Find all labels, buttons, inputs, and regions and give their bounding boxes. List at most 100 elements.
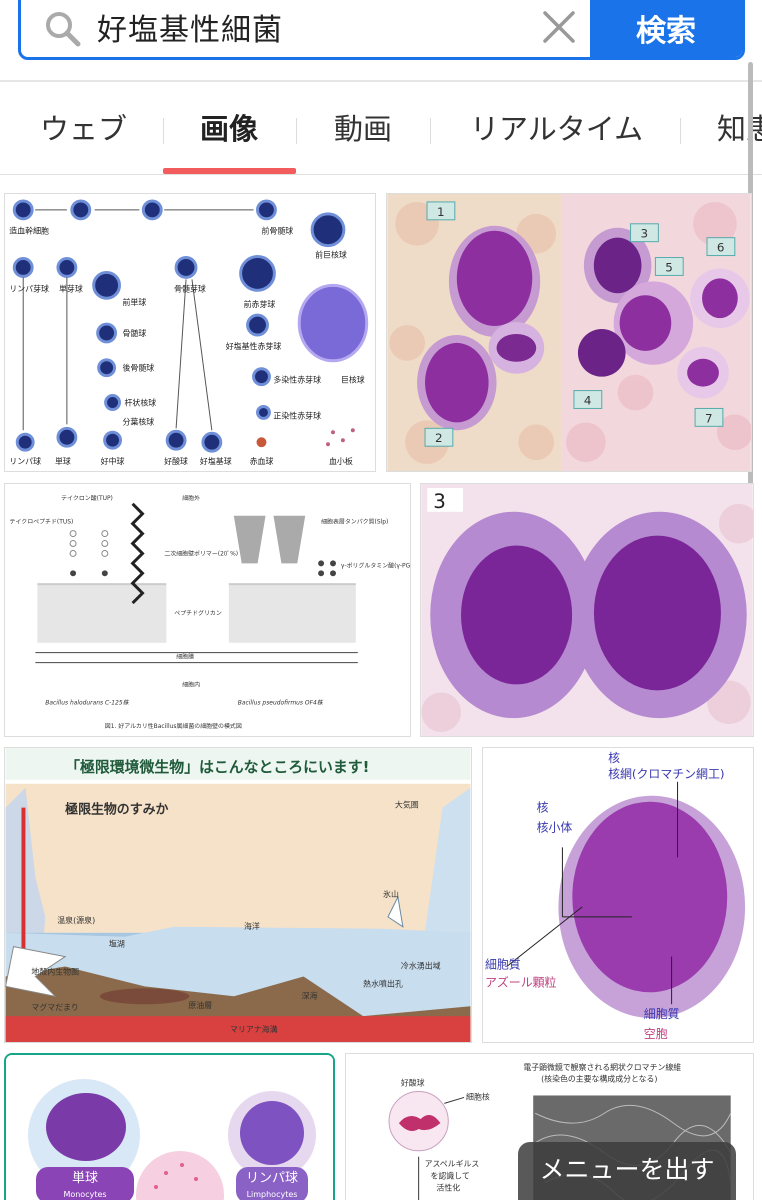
cell-number: 1 xyxy=(437,205,445,219)
diagram-label: ペプチドグリカン xyxy=(174,609,222,617)
cell-number: 3 xyxy=(433,490,446,513)
chart-label: リンパ球 xyxy=(9,456,41,466)
diagram-label: 細胞膜 xyxy=(176,653,194,661)
image-result-hematopoiesis-chart[interactable]: 造血幹細胞 前骨髄球 前巨核球 リンパ芽球 単芽球 前単球 骨髄芽球 前赤芽球 … xyxy=(4,193,376,472)
diagram-label: Bacillus halodurans C-125株 xyxy=(45,699,129,706)
cell-name: 単球 xyxy=(72,1170,98,1186)
diagram-label: 二次細胞壁ポリマー(20ﾟ%) xyxy=(164,549,238,557)
cell-label: 核小体 xyxy=(537,820,573,834)
chart-label: リンパ芽球 xyxy=(9,283,49,293)
chart-label: 好中球 xyxy=(101,456,125,466)
image-result-labeled-cell[interactable]: 核 核網(クロマチン網工) 核 核小体 細胞質 アズール顆粒 細胞質 空胞 xyxy=(482,747,754,1043)
diagram-label: 活性化 xyxy=(436,1182,460,1192)
hematopoiesis-diagram: 造血幹細胞 前骨髄球 前巨核球 リンパ芽球 単芽球 前単球 骨髄芽球 前赤芽球 … xyxy=(5,194,375,471)
habitat-label: 冷水湧出域 xyxy=(401,961,441,971)
chart-label: 単芽球 xyxy=(59,283,83,293)
chart-label: 血小板 xyxy=(329,456,353,466)
cell-number: 6 xyxy=(717,241,725,255)
chart-label: 前骨髄球 xyxy=(261,226,293,236)
chart-label: 前単球 xyxy=(122,297,146,307)
cell-number: 4 xyxy=(584,393,592,407)
blood-smear-photo: 1 2 3 4 5 6 7 xyxy=(387,194,751,471)
diagram-label: 細胞表層タンパク質(Slp) xyxy=(321,518,388,526)
habitat-label: 塩湖 xyxy=(109,939,125,949)
stained-cells-photo: 3 xyxy=(421,484,753,736)
tab-video[interactable]: 動画 xyxy=(334,112,393,146)
image-result-white-blood-cells[interactable]: 単球 Monocytes リンパ球 Limphocytes xyxy=(4,1053,335,1200)
tab-images[interactable]: 画像 xyxy=(200,112,259,146)
chart-label: 造血幹細胞 xyxy=(9,226,49,236)
habitat-label: マリアナ海溝 xyxy=(230,1024,278,1034)
chart-label: 好酸球 xyxy=(164,456,188,466)
habitat-label: 地殻内生物圏 xyxy=(31,966,79,976)
white-blood-cells-illustration: 単球 Monocytes リンパ球 Limphocytes xyxy=(6,1055,333,1200)
diagram-caption: 図1. 好アルカリ性Bacillus属細菌の細胞壁の模式図 xyxy=(105,722,242,730)
diagram-label: γ-ポリグルタミン酸(γ-PGA) xyxy=(341,561,410,569)
tab-chiebukuro[interactable]: 知恵 xyxy=(717,112,762,146)
tab-web[interactable]: ウェブ xyxy=(40,112,128,146)
habitat-label: マグマだまり xyxy=(31,1002,78,1012)
chart-label: 骨髄芽球 xyxy=(174,283,206,293)
chart-label: 前赤芽球 xyxy=(244,299,276,309)
chart-label: 好塩基球 xyxy=(200,456,232,466)
diagram-label: Bacillus pseudofirmus OF4株 xyxy=(238,699,324,706)
extremophile-habitats-illustration: 「極限環境微生物」はこんなところにいます! 極限生物のすみか 大気圏 氷山 温泉… xyxy=(5,748,471,1042)
search-type-tabs: ウェブ 画像 動画 リアルタイム 知恵 xyxy=(0,88,762,174)
diagram-label: 好酸球 xyxy=(401,1078,425,1088)
illustration-subtitle: 極限生物のすみか xyxy=(64,802,168,818)
habitat-label: 氷山 xyxy=(383,889,399,899)
image-result-blood-smear[interactable]: 1 2 3 4 5 6 7 xyxy=(386,193,752,472)
cell-label: 空胞 xyxy=(644,1027,668,1041)
tab-separator xyxy=(430,118,431,144)
diagram-label: 細胞外 xyxy=(182,494,200,502)
chart-label: 単球 xyxy=(55,456,71,466)
tab-realtime[interactable]: リアルタイム xyxy=(470,112,644,146)
habitat-label: 熱水噴出孔 xyxy=(363,978,403,988)
tab-separator xyxy=(296,118,297,144)
cell-number: 5 xyxy=(665,260,673,274)
cell-number: 3 xyxy=(640,227,648,241)
habitat-label: 温泉(源泉) xyxy=(57,915,95,925)
cell-number: 7 xyxy=(705,411,713,425)
chart-label: 前巨核球 xyxy=(315,250,347,260)
cell-label: 細胞質 xyxy=(644,1007,680,1021)
search-icon xyxy=(46,12,81,47)
chart-label: 赤血球 xyxy=(250,456,274,466)
diagram-label: 細胞内 xyxy=(182,680,200,688)
image-result-cell-wall-diagram[interactable]: 細胞外 テイクロン酸(TUP) テイクロペプチド(TUS) 細胞表層タンパク質(… xyxy=(4,483,411,737)
cell-wall-diagram: 細胞外 テイクロン酸(TUP) テイクロペプチド(TUS) 細胞表層タンパク質(… xyxy=(5,484,410,736)
diagram-label: 細胞核 xyxy=(466,1091,490,1101)
image-result-stained-cells[interactable]: 3 xyxy=(420,483,754,737)
cell-label: 核 xyxy=(537,801,549,815)
chart-label: 杆状核球 xyxy=(124,397,156,407)
cell-label: アズール顆粒 xyxy=(485,975,557,989)
habitat-label: 原油層 xyxy=(188,1000,212,1010)
diagram-label: を認識して xyxy=(431,1170,470,1180)
cell-number: 2 xyxy=(435,431,443,445)
habitat-label: 大気圏 xyxy=(395,800,419,810)
cell-name-en: Monocytes xyxy=(63,1190,106,1199)
cell-label: 細胞質 xyxy=(485,957,521,971)
show-menu-button[interactable]: メニューを出す xyxy=(518,1142,736,1200)
diagram-label: テイクロン酸(TUP) xyxy=(61,494,113,502)
tabs-divider xyxy=(0,174,762,175)
cell-label: 核網(クロマチン網工) xyxy=(608,767,724,781)
tab-separator xyxy=(163,118,164,144)
header-divider xyxy=(0,80,762,82)
cell-name-en: Limphocytes xyxy=(247,1190,298,1199)
chart-label: 骨髄球 xyxy=(122,328,146,338)
image-result-extremophile-habitats[interactable]: 「極限環境微生物」はこんなところにいます! 極限生物のすみか 大気圏 氷山 温泉… xyxy=(4,747,472,1043)
diagram-label: 電子顕微鏡で観察される網状クロマチン線維 xyxy=(523,1062,681,1072)
chart-label: 好塩基性赤芽球 xyxy=(226,341,282,351)
chart-label: 分葉核球 xyxy=(122,416,154,426)
chart-label: 多染性赤芽球 xyxy=(273,375,321,385)
active-tab-indicator xyxy=(163,168,296,174)
search-input[interactable]: 好塩基性細菌 xyxy=(97,13,283,48)
diagram-label: (核染色の主要な構成成分となる) xyxy=(541,1074,657,1084)
chart-label: 巨核球 xyxy=(341,375,365,385)
habitat-label: 海洋 xyxy=(244,921,260,931)
clear-icon[interactable] xyxy=(539,7,579,47)
habitat-label: 深海 xyxy=(302,990,318,1000)
search-button[interactable]: 検索 xyxy=(590,0,742,57)
labeled-cell-photo: 核 核網(クロマチン網工) 核 核小体 細胞質 アズール顆粒 細胞質 空胞 xyxy=(483,748,753,1042)
